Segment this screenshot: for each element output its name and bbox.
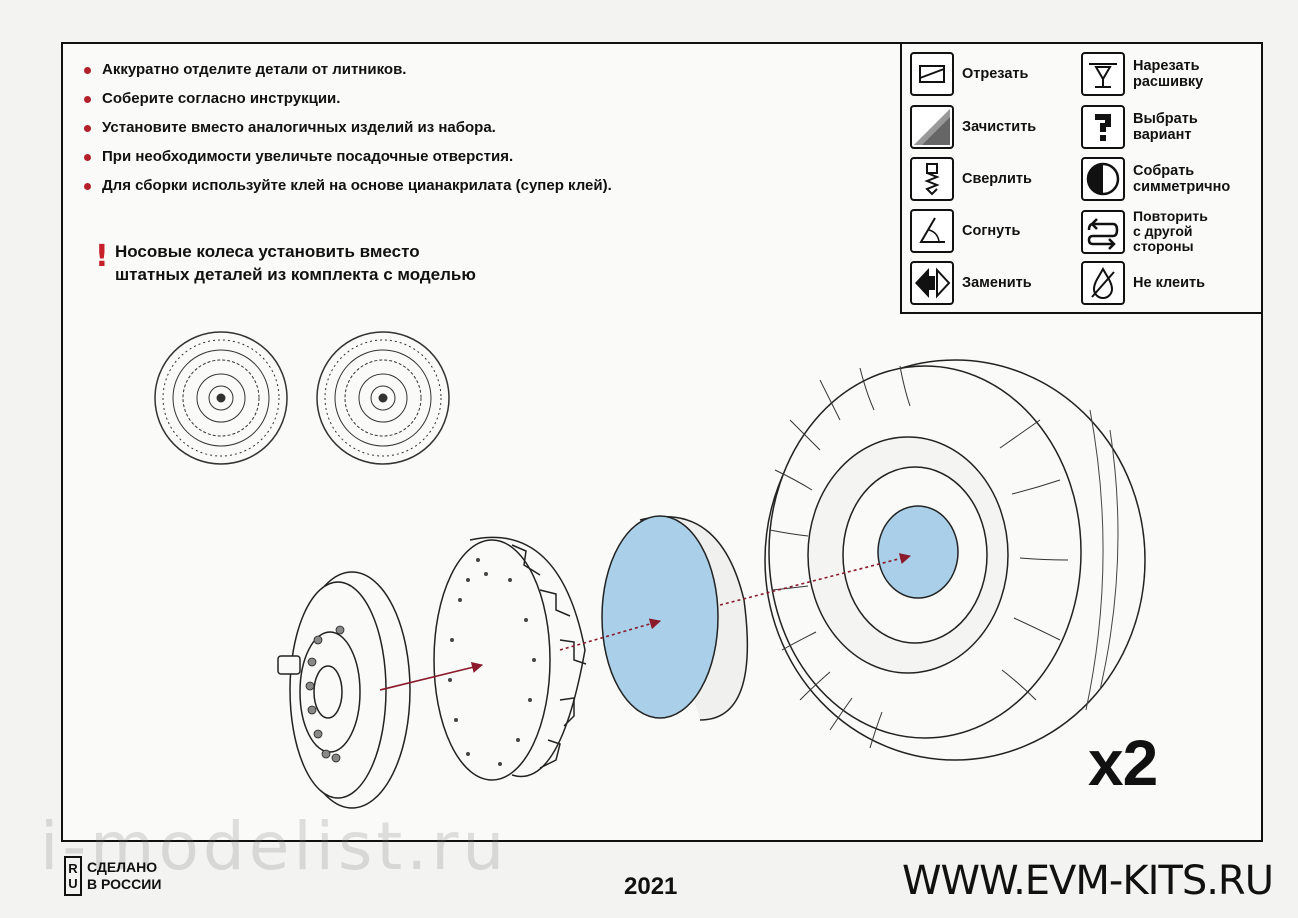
note-item: Соберите согласно инструкции.	[82, 89, 612, 118]
made-in-russia-text: СДЕЛАНО В РОССИИ	[87, 859, 161, 893]
legend-label: Сверлить	[962, 171, 1032, 187]
arrow-disc-to-mask	[559, 618, 662, 651]
legend-item-sand: Зачистить	[910, 105, 1036, 149]
no-glue-icon	[1081, 261, 1125, 305]
warning-note: ! Носовые колеса установить вместо штатн…	[95, 240, 476, 286]
ru-letter: U	[68, 876, 78, 891]
legend-item-drill: Сверлить	[910, 157, 1032, 201]
legend-label: Не клеить	[1133, 275, 1206, 291]
paint-mask-part	[601, 515, 749, 721]
brake-disc-part	[433, 536, 587, 781]
assembly-notes: Аккуратно отделите детали от литников. С…	[82, 60, 612, 205]
cut-icon	[910, 52, 954, 96]
wheel-preview-right	[316, 331, 450, 465]
legend-item-cut: Отрезать	[910, 52, 1028, 96]
warning-line: штатных деталей из комплекта с моделью	[115, 265, 476, 284]
ru-letter: R	[68, 861, 78, 876]
website-link[interactable]: WWW.EVM-KITS.RU	[902, 858, 1274, 904]
warning-line: Носовые колеса установить вместо	[115, 242, 420, 261]
legend-item-bend: Согнуть	[910, 209, 1020, 253]
legend-item-scribe: Нарезать расшивку	[1081, 52, 1203, 96]
hub-part	[277, 571, 411, 809]
repeat-icon	[1081, 209, 1125, 254]
tire-part	[764, 359, 1146, 761]
legend-label: Согнуть	[962, 223, 1021, 239]
symbol-legend: Отрезать Зачистить Сверлить Согнуть Заме…	[900, 42, 1263, 314]
note-item: При необходимости увеличьте посадочные о…	[82, 147, 612, 176]
replace-icon	[910, 261, 954, 305]
ru-logo-mark: R U	[64, 856, 82, 896]
made-line: В РОССИИ	[87, 876, 162, 892]
legend-item-repeat: Повторить с другой стороны	[1081, 209, 1208, 254]
legend-label: Собрать симметрично	[1133, 163, 1231, 195]
quantity-label: x2	[1088, 727, 1158, 799]
legend-label: Зачистить	[962, 119, 1037, 135]
symmetric-icon	[1081, 157, 1125, 201]
legend-label: Нарезать расшивку	[1133, 58, 1204, 90]
legend-label: Повторить с другой стороны	[1133, 208, 1208, 254]
year-label: 2021	[624, 873, 678, 900]
exclamation-icon: !	[95, 239, 109, 274]
note-item: Для сборки используйте клей на основе ци…	[82, 176, 612, 205]
legend-label: Заменить	[962, 275, 1032, 291]
legend-item-choose: Выбрать вариант	[1081, 105, 1198, 149]
note-item: Аккуратно отделите детали от литников.	[82, 60, 612, 89]
legend-item-symmetric: Собрать симметрично	[1081, 157, 1230, 201]
warning-text: Носовые колеса установить вместо штатных…	[115, 240, 476, 286]
legend-item-no-glue: Не клеить	[1081, 261, 1205, 305]
note-item: Установите вместо аналогичных изделий из…	[82, 118, 612, 147]
assembly-arrows	[379, 553, 912, 691]
watermark-text: i-modelist.ru	[40, 808, 509, 885]
arrow-mask-to-tire	[719, 553, 912, 606]
legend-item-replace: Заменить	[910, 261, 1032, 305]
legend-label: Выбрать вариант	[1133, 111, 1198, 143]
sand-icon	[910, 105, 954, 149]
bend-icon	[910, 209, 954, 253]
question-icon	[1081, 105, 1125, 149]
scribe-icon	[1081, 52, 1125, 96]
made-in-russia-logo: R U СДЕЛАНО В РОССИИ	[64, 856, 161, 896]
made-line: СДЕЛАНО	[87, 859, 158, 875]
wheel-preview-left	[154, 331, 288, 465]
drill-icon	[910, 157, 954, 201]
legend-label: Отрезать	[962, 66, 1029, 82]
arrow-hub-to-disc	[379, 661, 484, 691]
